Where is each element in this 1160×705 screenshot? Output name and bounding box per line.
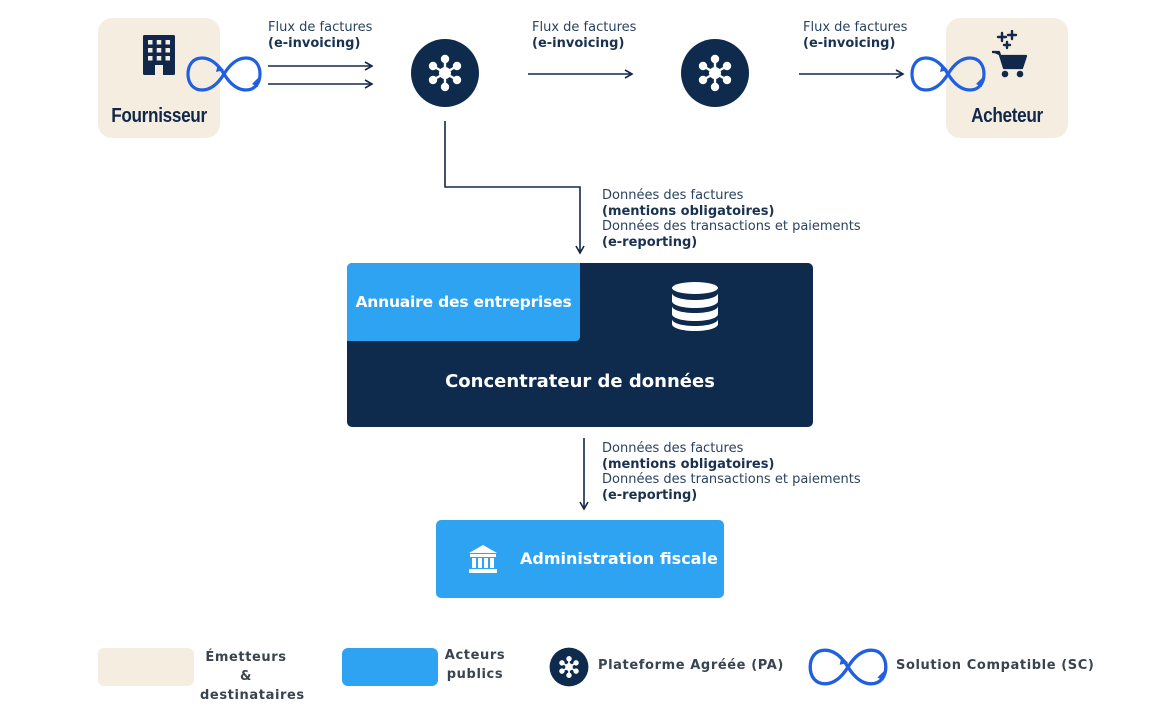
concentrator-title: Concentrateur de données bbox=[445, 371, 715, 392]
flow-label-sub: (e-invoicing) bbox=[803, 36, 896, 51]
flow-label-sub: (e-invoicing) bbox=[268, 36, 361, 51]
data-flow-label-2: Données des factures (mentions obligatoi… bbox=[602, 441, 861, 503]
business-directory: Annuaire des entreprises bbox=[347, 263, 580, 341]
legend-sc-loop-icon bbox=[808, 648, 888, 686]
flow-label-line: Flux de factures bbox=[268, 20, 373, 35]
legend-solution: Solution Compatible (SC) bbox=[896, 658, 1095, 673]
data-flow-line: (e-reporting) bbox=[602, 487, 698, 503]
data-flow-line: (mentions obligatoires) bbox=[602, 456, 775, 472]
flow-label-3: Flux de factures (e-invoicing) bbox=[803, 20, 907, 52]
admin-label: Administration fiscale bbox=[520, 549, 718, 568]
supplier-label: Fournisseur bbox=[111, 105, 207, 127]
flow-label-2: Flux de factures (e-invoicing) bbox=[532, 20, 636, 52]
sc-loop-icon bbox=[910, 56, 986, 92]
hub-icon bbox=[428, 54, 462, 92]
data-flow-label-1: Données des factures (mentions obligatoi… bbox=[602, 188, 861, 250]
legend-swatch-public bbox=[342, 648, 438, 686]
buyer-box: Acheteur bbox=[946, 18, 1068, 138]
data-flow-line: Données des transactions et paiements bbox=[602, 219, 861, 234]
platform-node bbox=[681, 39, 749, 107]
legend-public: Acteurs publics bbox=[444, 648, 506, 682]
supplier-box: Fournisseur bbox=[98, 18, 220, 138]
legend-swatch-emitters bbox=[98, 648, 194, 686]
tax-administration: Administration fiscale bbox=[436, 520, 724, 598]
cart-icon bbox=[992, 30, 1028, 78]
data-concentrator: Annuaire des entreprises Concentrateur d… bbox=[347, 263, 813, 427]
flow-label-line: Flux de factures bbox=[532, 20, 637, 35]
flow-label-1: Flux de factures (e-invoicing) bbox=[268, 20, 372, 52]
flow-label-line: Flux de factures bbox=[803, 20, 908, 35]
platform-node bbox=[411, 39, 479, 107]
data-flow-line: Données des factures bbox=[602, 188, 744, 203]
buyer-label: Acheteur bbox=[971, 105, 1043, 127]
legend-platform: Plateforme Agréée (PA) bbox=[598, 658, 784, 673]
flow-label-sub: (e-invoicing) bbox=[532, 36, 625, 51]
reporting-arrow-1 bbox=[444, 121, 585, 255]
database-icon bbox=[672, 282, 718, 331]
data-flow-line: Données des factures bbox=[602, 441, 744, 456]
bank-icon bbox=[469, 545, 497, 573]
legend-emitters: Émetteurs & destinataires bbox=[200, 650, 305, 703]
building-icon bbox=[143, 35, 175, 75]
legend-hub-icon bbox=[549, 647, 589, 687]
data-flow-line: (mentions obligatoires) bbox=[602, 203, 775, 219]
hub-icon bbox=[698, 54, 732, 92]
data-flow-line: (e-reporting) bbox=[602, 234, 698, 250]
data-flow-line: Données des transactions et paiements bbox=[602, 472, 861, 487]
sc-loop-icon bbox=[186, 56, 262, 92]
